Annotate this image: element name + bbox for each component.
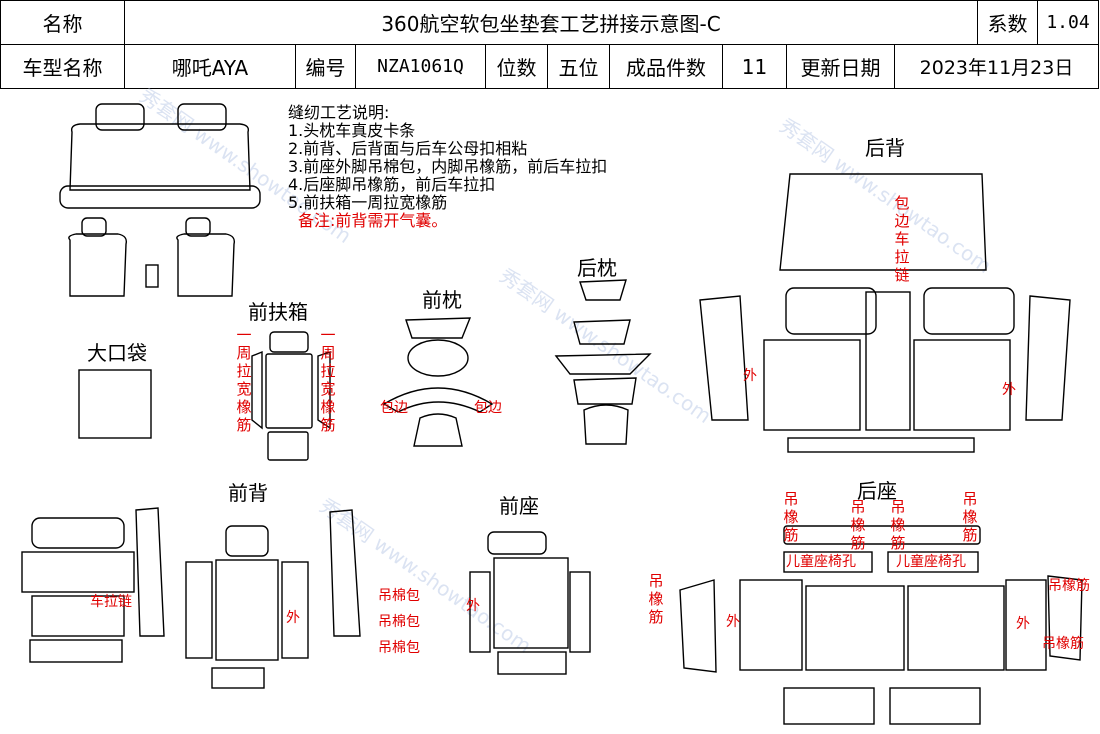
date-value: 2023年11月23日 bbox=[895, 45, 1099, 89]
model-value: 哪吒AYA bbox=[125, 45, 296, 89]
code-label: 编号 bbox=[296, 45, 356, 89]
section-front-seat: 前座 bbox=[499, 494, 539, 518]
section-rear-pillow: 后枕 bbox=[577, 256, 617, 280]
section-front-pillow: 前枕 bbox=[422, 288, 462, 312]
section-rear-seat: 后座 bbox=[857, 479, 897, 503]
rear-cushion-outline bbox=[59, 185, 261, 209]
front-seat-outline bbox=[176, 233, 236, 297]
zip-edge-note: 包边车拉链 bbox=[894, 194, 910, 284]
outer-note: 外 bbox=[1016, 616, 1030, 632]
front-seat-pieces bbox=[469, 531, 717, 675]
outer-note: 外 bbox=[1002, 382, 1016, 398]
front-pillow-pieces bbox=[382, 317, 494, 447]
front-seat-outline bbox=[68, 233, 128, 297]
notes-remark: 备注:前背需开气囊。 bbox=[298, 211, 448, 230]
edge-bind-note: 包边 bbox=[380, 400, 408, 416]
rear-backrest-outline bbox=[69, 123, 251, 191]
notes-title: 缝纫工艺说明: bbox=[288, 103, 390, 122]
name-label: 名称 bbox=[0, 0, 125, 45]
headrest-outline bbox=[81, 217, 107, 237]
coef-value: 1.04 bbox=[1038, 0, 1099, 45]
hang-elastic-note: 吊橡筋 bbox=[1048, 578, 1090, 594]
model-label: 车型名称 bbox=[0, 45, 125, 89]
section-rear-back: 后背 bbox=[865, 136, 905, 160]
zipper-note: 车拉链 bbox=[90, 594, 132, 610]
pieces-value: 11 bbox=[723, 45, 787, 89]
loop-elastic-note: 一周拉宽橡筋 bbox=[320, 326, 336, 434]
headrest-outline bbox=[177, 103, 227, 131]
headrest-outline bbox=[185, 217, 211, 237]
hang-elastic-note: 吊橡筋 bbox=[962, 490, 978, 544]
cotton-bag-note: 吊棉包 bbox=[378, 614, 420, 630]
front-armrest-pieces bbox=[251, 331, 331, 461]
section-front-armrest: 前扶箱 bbox=[248, 300, 308, 324]
outer-note: 外 bbox=[466, 598, 480, 614]
pieces-label: 成品件数 bbox=[610, 45, 723, 89]
loop-elastic-note: 一周拉宽橡筋 bbox=[236, 326, 252, 434]
edge-bind-note: 包边 bbox=[474, 400, 502, 416]
seat-overview bbox=[59, 103, 261, 297]
section-front-back: 前背 bbox=[228, 481, 268, 505]
front-back-pieces bbox=[21, 507, 361, 689]
hang-elastic-note: 吊橡筋 bbox=[890, 498, 906, 552]
note-item: 5.前扶箱一周拉宽橡筋 bbox=[288, 193, 448, 212]
hang-elastic-note: 吊橡筋 bbox=[1042, 636, 1084, 652]
outer-note: 外 bbox=[286, 610, 300, 626]
hang-elastic-note: 吊橡筋 bbox=[850, 498, 866, 552]
note-item: 1.头枕车真皮卡条 bbox=[288, 121, 416, 140]
seats-value: 五位 bbox=[548, 45, 610, 89]
coef-label: 系数 bbox=[978, 0, 1038, 45]
rear-pillow-pieces bbox=[554, 279, 652, 445]
code-value: NZA1061Q bbox=[356, 45, 486, 89]
note-item: 4.后座脚吊橡筋，前后车拉扣 bbox=[288, 175, 496, 194]
big-bag-piece bbox=[78, 369, 152, 439]
header-table: 名称 360航空软包坐垫套工艺拼接示意图-C 系数 1.04 车型名称 哪吒AY… bbox=[0, 0, 1100, 90]
outer-note: 外 bbox=[726, 614, 740, 630]
child-seat-hole-note: 儿童座椅孔 bbox=[896, 554, 966, 570]
hang-elastic-note: 吊橡筋 bbox=[648, 572, 664, 626]
note-item: 3.前座外脚吊棉包，内脚吊橡筋，前后车拉扣 bbox=[288, 157, 608, 176]
date-label: 更新日期 bbox=[787, 45, 895, 89]
cotton-bag-note: 吊棉包 bbox=[378, 640, 420, 656]
rear-seat-pieces bbox=[739, 525, 1083, 725]
rear-back-pieces bbox=[699, 173, 1071, 453]
sewing-notes: 缝纫工艺说明: 1.头枕车真皮卡条 2.前背、后背面与后车公母扣相粘 3.前座外… bbox=[288, 104, 607, 230]
note-item: 2.前背、后背面与后车公母扣相粘 bbox=[288, 139, 528, 158]
headrest-outline bbox=[95, 103, 145, 131]
cotton-bag-note: 吊棉包 bbox=[378, 588, 420, 604]
hang-elastic-note: 吊橡筋 bbox=[783, 490, 799, 544]
outer-note: 外 bbox=[743, 368, 757, 384]
page-title: 360航空软包坐垫套工艺拼接示意图-C bbox=[125, 0, 978, 45]
section-big-bag: 大口袋 bbox=[87, 341, 147, 365]
seats-label: 位数 bbox=[486, 45, 548, 89]
child-seat-hole-note: 儿童座椅孔 bbox=[786, 554, 856, 570]
console-outline bbox=[145, 264, 159, 288]
